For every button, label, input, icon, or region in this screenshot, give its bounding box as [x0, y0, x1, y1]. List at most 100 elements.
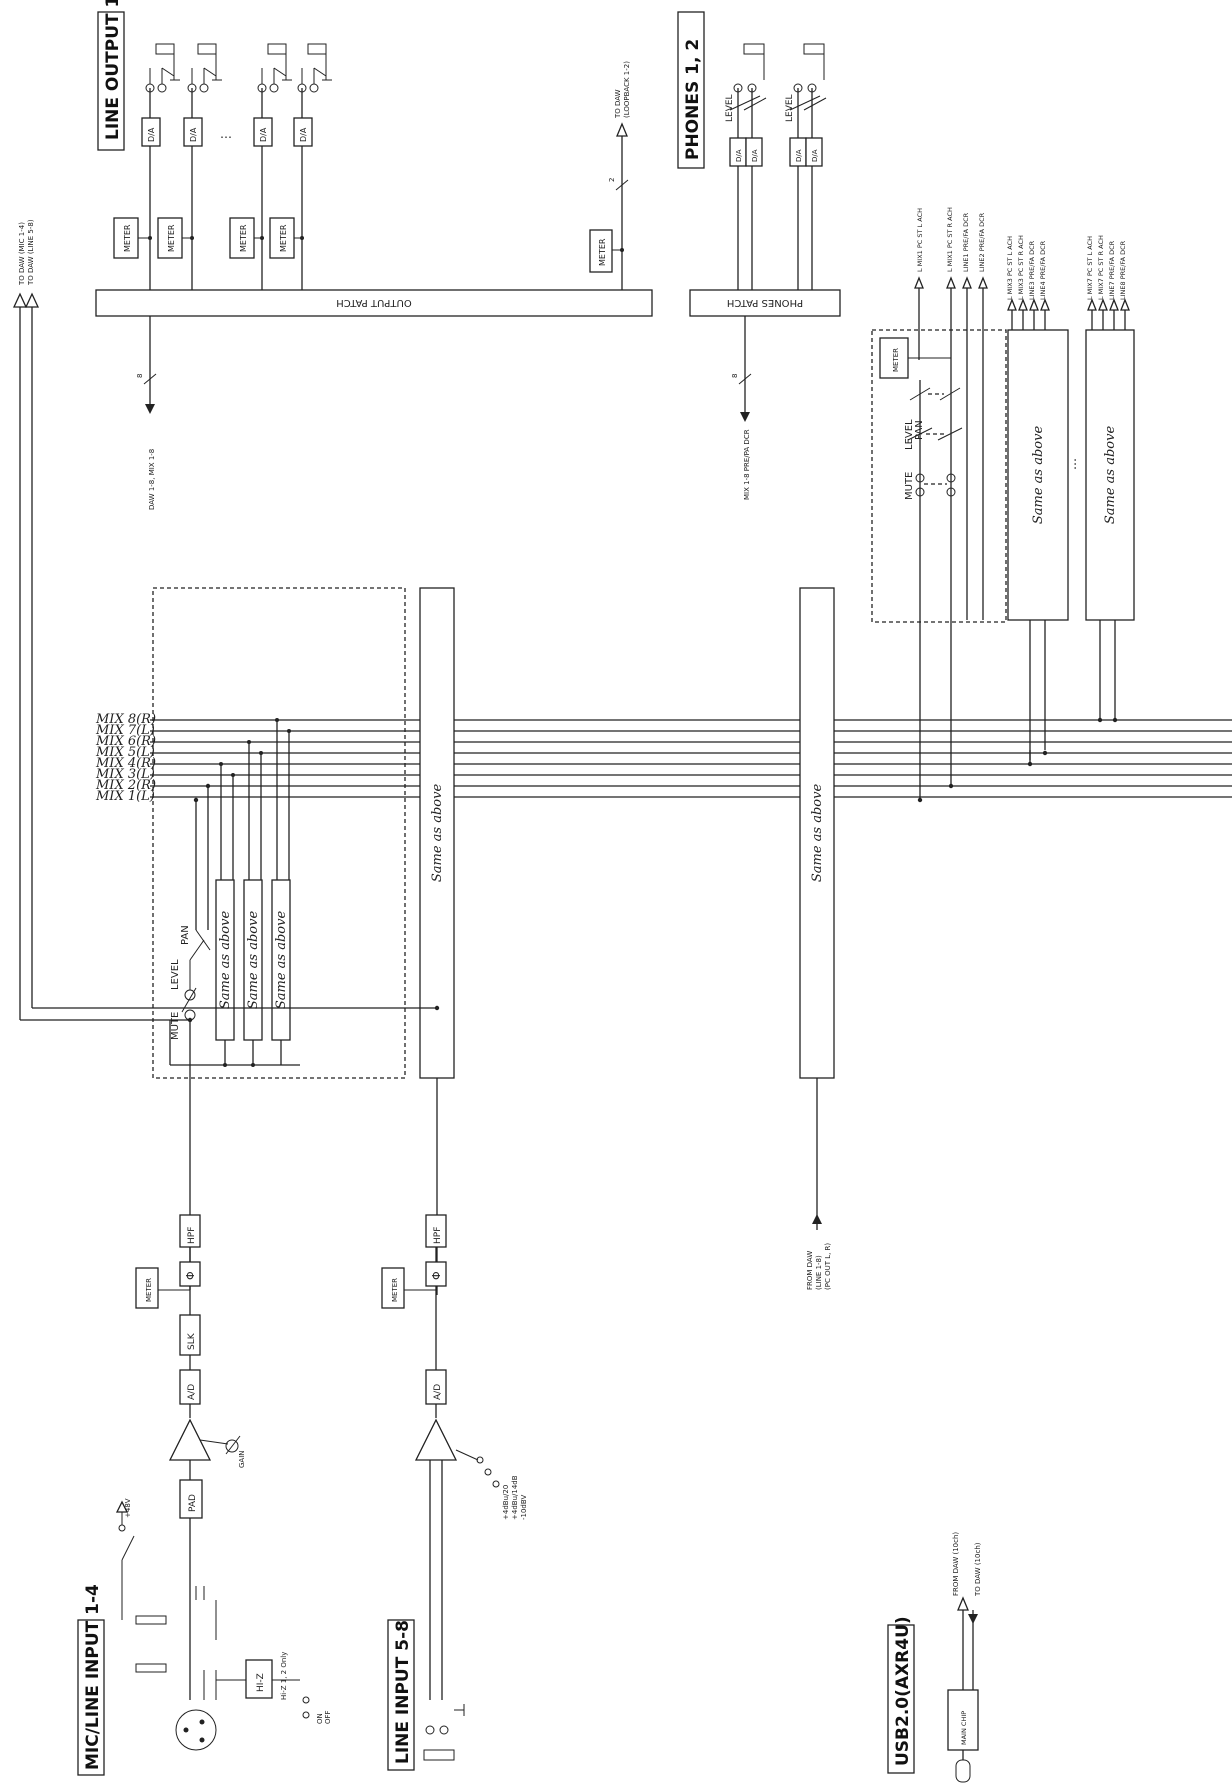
svg-text:TO DAW: TO DAW: [614, 89, 622, 119]
svg-text:L MIX7 PC ST R ACH: L MIX7 PC ST R ACH: [1097, 235, 1105, 300]
line-input-header: LINE INPUT 5-8: [387, 1619, 415, 1771]
svg-text:PAN: PAN: [180, 925, 191, 945]
mix-buses: MIX 8(R) MIX 7(L) MIX 6(R) MIX 5(L) MIX …: [95, 650, 1232, 804]
svg-text:TO DAW (MIC 1-4): TO DAW (MIC 1-4): [18, 222, 26, 286]
svg-text:OUTPUT PATCH: OUTPUT PATCH: [336, 297, 411, 308]
phones-section: D/A D/A D/A D/A LEVEL LEVEL 8 MIX 1-8 PR…: [725, 43, 827, 500]
svg-text:TO DAW (LINE 5-8): TO DAW (LINE 5-8): [27, 219, 35, 286]
svg-text:MIX 1(L): MIX 1(L): [95, 789, 155, 804]
svg-text:D/A: D/A: [299, 127, 308, 142]
svg-text:D/A: D/A: [811, 149, 819, 162]
daw-return-lines: [20, 1005, 440, 1023]
svg-text:+4dBu/14dB: +4dBu/14dB: [511, 1475, 519, 1520]
svg-text:8: 8: [136, 374, 144, 378]
svg-text:MIX 6(R): MIX 6(R): [95, 734, 156, 749]
svg-text:TO DAW (10ch): TO DAW (10ch): [974, 1542, 982, 1597]
svg-text:LINE OUTPUT 1-8: LINE OUTPUT 1-8: [103, 0, 123, 140]
svg-text:MIC/LINE INPUT 1-4: MIC/LINE INPUT 1-4: [83, 1584, 103, 1770]
svg-text:+48V: +48V: [124, 1498, 132, 1518]
svg-text:A/D: A/D: [187, 1384, 197, 1400]
svg-text:D/A: D/A: [751, 149, 759, 162]
svg-text:METER: METER: [239, 224, 248, 252]
svg-text:A/D: A/D: [433, 1384, 443, 1400]
svg-text:Same as above: Same as above: [1031, 426, 1046, 525]
usb-block: MAIN CHIP FROM DAW (10ch) TO DAW (10ch): [947, 1532, 982, 1783]
mix-out-same-2: Same as above: [1085, 329, 1135, 720]
mix-out-same-1: Same as above: [1007, 329, 1069, 760]
svg-text:MIX 4(R): MIX 4(R): [95, 756, 156, 771]
svg-text:LINE7 PRE/FA DCR: LINE7 PRE/FA DCR: [1108, 240, 1116, 300]
svg-text:MIX 3(L): MIX 3(L): [95, 767, 155, 782]
mic-same-boxes: Same as above Same as above Same as abov…: [215, 718, 291, 1067]
svg-text:DAW 1-8, MIX 1-8: DAW 1-8, MIX 1-8: [148, 449, 156, 510]
svg-text:MUTE: MUTE: [904, 472, 915, 500]
mix-out-ellipsis: …: [1065, 458, 1079, 470]
daw-mixer-same: Same as above FROM DAW (LINE 1-8) (PC OU…: [799, 587, 835, 1290]
svg-text:D/A: D/A: [259, 127, 268, 142]
svg-text:OFF: OFF: [324, 1710, 332, 1724]
meters: METER METER METER METER METER: [113, 217, 613, 273]
svg-text:Same as above: Same as above: [430, 784, 445, 883]
svg-text:LINE3 PRE/FA DCR: LINE3 PRE/FA DCR: [1028, 240, 1036, 300]
svg-text:PHONES 1, 2: PHONES 1, 2: [683, 39, 703, 160]
svg-text:USB2.0(AXR4U): USB2.0(AXR4U): [893, 1616, 913, 1766]
svg-text:PAD: PAD: [188, 1494, 198, 1512]
svg-text:Φ: Φ: [430, 1271, 443, 1280]
svg-text:(LOOPBACK 1-2): (LOOPBACK 1-2): [623, 61, 631, 118]
svg-text:LINE8 PRE/FA DCR: LINE8 PRE/FA DCR: [1119, 240, 1127, 300]
phones-header: PHONES 1, 2: [677, 11, 705, 169]
svg-text:LEVEL: LEVEL: [904, 419, 915, 450]
svg-text:MIX 7(L): MIX 7(L): [95, 723, 155, 738]
svg-text:METER: METER: [892, 348, 900, 372]
mix-out-arrows: [914, 276, 1130, 620]
svg-text:METER: METER: [598, 238, 607, 266]
svg-text:ON: ON: [316, 1713, 324, 1724]
svg-text:L MIX1 PC ST R ACH: L MIX1 PC ST R ACH: [946, 207, 954, 272]
svg-text:L MIX1 PC ST L ACH: L MIX1 PC ST L ACH: [916, 208, 924, 272]
mix-out-labels-b: L MIX3 PC ST L ACH L MIX3 PC ST R ACH LI…: [1006, 235, 1047, 300]
svg-text:D/A: D/A: [189, 127, 198, 142]
svg-text:(PC OUT L, R): (PC OUT L, R): [824, 1243, 832, 1290]
mix-out-labels-a: L MIX1 PC ST L ACH L MIX1 PC ST R ACH LI…: [916, 207, 986, 272]
phones-patch-block: PHONES PATCH: [689, 289, 841, 317]
svg-text:L MIX3 PC ST L ACH: L MIX3 PC ST L ACH: [1006, 236, 1014, 300]
svg-text:D/A: D/A: [795, 149, 803, 162]
svg-text:MUTE: MUTE: [170, 1012, 181, 1040]
svg-text:2: 2: [608, 178, 616, 182]
svg-text:LINE2 PRE/FA DCR: LINE2 PRE/FA DCR: [978, 212, 986, 272]
to-daw-top-arrows: TO DAW (MIC 1-4) TO DAW (LINE 5-8): [12, 219, 40, 1020]
svg-text:(LINE 1-8): (LINE 1-8): [815, 1255, 823, 1290]
svg-text:-10dBV: -10dBV: [520, 1495, 528, 1520]
svg-text:METER: METER: [123, 224, 132, 252]
line-input-chain: HPF Φ METER A/D +4dBu/20 +4dBu/14dB -10d…: [381, 1214, 528, 1761]
svg-text:LEVEL: LEVEL: [170, 959, 181, 990]
mix-out-module: METER MUTE LEVEL PAN: [871, 329, 1007, 650]
svg-text:GAIN: GAIN: [238, 1450, 246, 1468]
svg-text:Same as above: Same as above: [1103, 426, 1118, 525]
line-output-header: LINE OUTPUT 1-8: [97, 0, 125, 151]
svg-text:FROM DAW: FROM DAW: [806, 1251, 814, 1290]
svg-text:PAN: PAN: [914, 420, 925, 440]
line-in-mixer-same: Same as above: [419, 587, 455, 1295]
svg-text:8: 8: [731, 374, 739, 378]
svg-text:…: …: [220, 127, 232, 141]
svg-text:MIX 5(L): MIX 5(L): [95, 745, 155, 760]
svg-text:MIX 8(R): MIX 8(R): [95, 712, 156, 727]
svg-text:METER: METER: [167, 224, 176, 252]
svg-text:METER: METER: [145, 1278, 153, 1302]
svg-text:LINE4 PRE/FA DCR: LINE4 PRE/FA DCR: [1039, 240, 1047, 300]
svg-text:LINE INPUT 5-8: LINE INPUT 5-8: [393, 1620, 413, 1764]
svg-text:LEVEL: LEVEL: [785, 94, 795, 122]
mix-out-labels-c: L MIX7 PC ST L ACH L MIX7 PC ST R ACH LI…: [1086, 235, 1127, 300]
svg-text:MIX 1-8 PRE/PA DCR: MIX 1-8 PRE/PA DCR: [743, 429, 751, 500]
svg-text:FROM DAW (10ch): FROM DAW (10ch): [952, 1532, 960, 1596]
mic-input-chain: HPF Φ SLK A/D METER GAIN PAD HI-Z Hi-Z 1…: [115, 1214, 332, 1751]
svg-text:D/A: D/A: [147, 127, 156, 142]
svg-text:Hi-Z 1, 2 Only: Hi-Z 1, 2 Only: [280, 1652, 288, 1700]
svg-text:LEVEL: LEVEL: [725, 94, 735, 122]
svg-text:D/A: D/A: [735, 149, 743, 162]
svg-text:+4dBu/20: +4dBu/20: [502, 1485, 510, 1520]
line-out-da: D/A D/A D/A D/A …: [141, 117, 313, 147]
output-lines: 2 TO DAW (LOOPBACK 1-2): [138, 61, 631, 290]
